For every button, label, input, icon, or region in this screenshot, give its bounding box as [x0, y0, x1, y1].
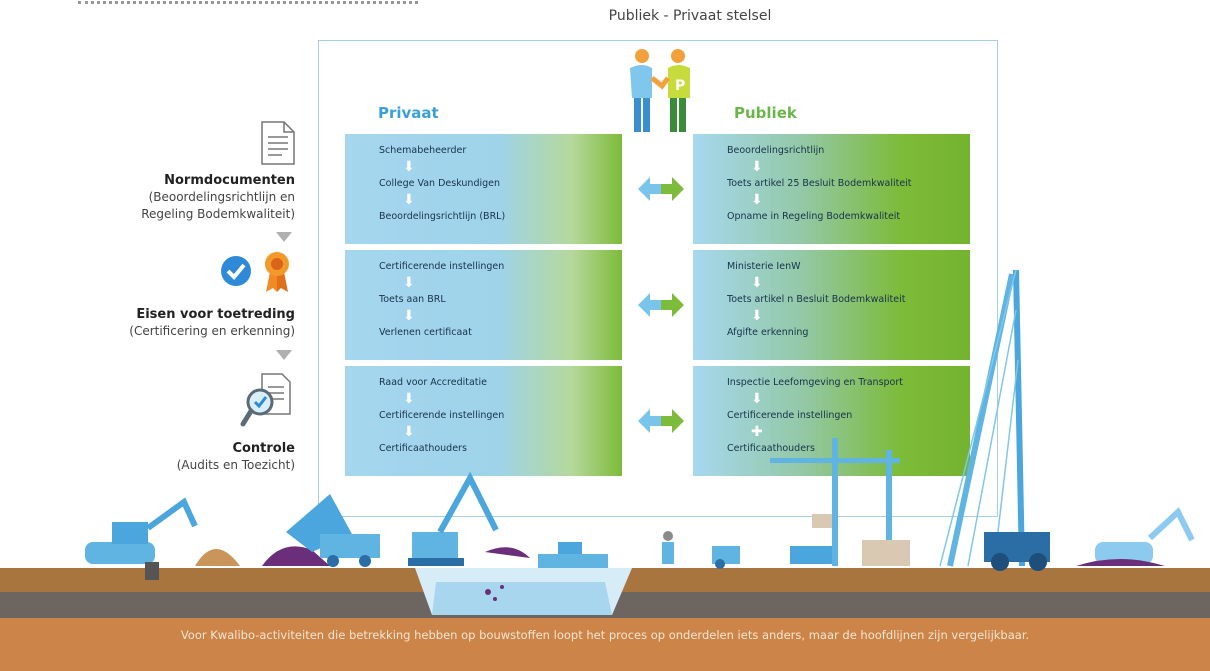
private-step: Certificerende instellingen — [379, 410, 505, 421]
checkmark-badge-icon — [221, 256, 251, 286]
private-step: Raad voor Accreditatie — [379, 377, 488, 388]
document-icon — [261, 121, 295, 165]
public-step: Certificaathouders — [727, 443, 815, 454]
down-arrow-icon: ⬇ — [751, 192, 763, 208]
public-column-heading: Publiek — [734, 104, 797, 122]
bidirectional-arrow-icon — [638, 177, 684, 201]
public-step: Toets artikel n Besluit Bodemkwaliteit — [727, 294, 906, 305]
private-step: College Van Deskundigen — [379, 178, 501, 189]
diagram-title: Publiek - Privaat stelsel — [608, 8, 772, 24]
sidebar-normdocumenten: Normdocumenten (Beoordelingsrichtlijn en… — [0, 172, 295, 223]
down-arrow-icon: ⬇ — [751, 159, 763, 175]
footer-band — [0, 618, 1210, 671]
triangle-down-icon — [276, 232, 292, 242]
sidebar-subtitle: (Beoordelingsrichtlijn en — [148, 190, 295, 204]
private-step: Schemabeheerder — [379, 145, 467, 156]
footer-note: Voor Kwalibo-activiteiten die betrekking… — [180, 628, 1030, 642]
sidebar-title: Normdocumenten — [164, 173, 295, 188]
plus-icon: ✚ — [751, 424, 763, 440]
sidebar-subtitle: Regeling Bodemkwaliteit) — [141, 207, 295, 221]
sidebar-controle: Controle (Audits en Toezicht) — [0, 440, 295, 474]
person-badge: P — [675, 78, 685, 94]
public-step: Toets artikel 25 Besluit Bodemkwaliteit — [727, 178, 912, 189]
private-step: Toets aan BRL — [379, 294, 446, 305]
private-step: Beoordelingsrichtlijn (BRL) — [379, 211, 506, 222]
private-box-norm: Schemabeheerder ⬇ College Van Deskundige… — [345, 134, 622, 244]
sidebar-eisen: Eisen voor toetreding (Certificering en … — [0, 306, 295, 340]
down-arrow-icon: ⬇ — [403, 424, 415, 440]
private-column-heading: Privaat — [378, 104, 439, 122]
handshake-people-icon: P — [630, 49, 690, 132]
sidebar-title: Eisen voor toetreding — [136, 307, 295, 322]
down-arrow-icon: ⬇ — [403, 192, 415, 208]
magnifier-document-icon — [240, 373, 291, 427]
sidebar-subtitle: (Audits en Toezicht) — [176, 458, 295, 472]
down-arrow-icon: ⬇ — [403, 159, 415, 175]
down-arrow-icon: ⬇ — [751, 275, 763, 291]
down-arrow-icon: ⬇ — [403, 391, 415, 407]
private-step: Verlenen certificaat — [379, 327, 472, 338]
private-box-controle: Raad voor Accreditatie ⬇ Certificerende … — [345, 366, 622, 476]
triangle-down-icon — [276, 350, 292, 360]
bidirectional-arrow-icon — [638, 409, 684, 433]
public-step: Afgifte erkenning — [727, 327, 809, 338]
public-box-controle: Inspectie Leefomgeving en Transport ⬇ Ce… — [693, 366, 970, 476]
award-ribbon-icon — [265, 252, 289, 292]
down-arrow-icon: ⬇ — [403, 308, 415, 324]
public-step: Certificerende instellingen — [727, 410, 853, 421]
private-step: Certificaathouders — [379, 443, 467, 454]
public-box-norm: Beoordelingsrichtlijn ⬇ Toets artikel 25… — [693, 134, 970, 244]
private-step: Certificerende instellingen — [379, 261, 505, 272]
public-step: Beoordelingsrichtlijn — [727, 145, 825, 156]
down-arrow-icon: ⬇ — [751, 391, 763, 407]
construction-landscape-illustration — [0, 270, 1210, 618]
bidirectional-arrow-icon — [638, 293, 684, 317]
public-step: Opname in Regeling Bodemkwaliteit — [727, 211, 901, 222]
down-arrow-icon: ⬇ — [403, 275, 415, 291]
private-box-eisen: Certificerende instellingen ⬇ Toets aan … — [345, 250, 622, 360]
public-step: Ministerie IenW — [727, 261, 801, 272]
cropped-heading-fragment — [78, 0, 418, 4]
public-box-eisen: Ministerie IenW ⬇ Toets artikel n Beslui… — [693, 250, 970, 360]
sidebar-title: Controle — [232, 441, 295, 456]
sidebar-subtitle: (Certificering en erkenning) — [129, 324, 295, 338]
down-arrow-icon: ⬇ — [751, 308, 763, 324]
public-step: Inspectie Leefomgeving en Transport — [727, 377, 903, 388]
